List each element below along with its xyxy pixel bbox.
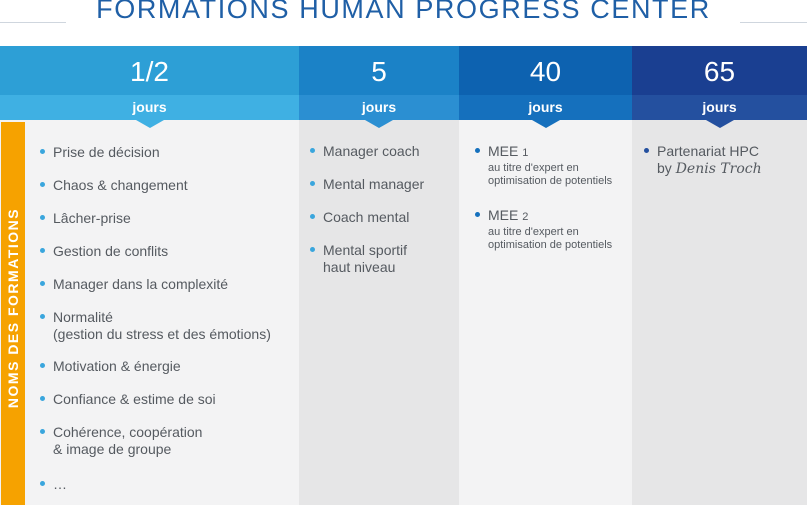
list-item: … bbox=[40, 476, 67, 493]
list-item: Cohérence, coopération& image de groupe bbox=[40, 424, 202, 458]
column-body: Manager coach Mental manager Coach menta… bbox=[299, 120, 459, 505]
header-notch bbox=[705, 120, 734, 128]
bullet-icon bbox=[310, 247, 315, 252]
column-body: Partenariat HPC by Denis Troch bbox=[632, 120, 807, 505]
title-rule-left bbox=[0, 22, 66, 23]
bullet-icon bbox=[40, 182, 45, 187]
column-duration: 1/2 bbox=[0, 46, 299, 95]
bullet-icon bbox=[475, 212, 480, 217]
signature: Denis Troch bbox=[675, 161, 762, 177]
list-item: Manager coach bbox=[310, 143, 420, 160]
list-item: Manager dans la complexité bbox=[40, 276, 228, 293]
pricing-table: 1/2 jours Prise de décision Chaos & chan… bbox=[0, 46, 807, 505]
header-notch bbox=[135, 120, 164, 128]
bullet-icon bbox=[40, 248, 45, 253]
side-label: NOMS DES FORMATIONS bbox=[5, 207, 21, 409]
list-item: Normalité(gestion du stress et des émoti… bbox=[40, 309, 271, 343]
column-unit: jours bbox=[632, 95, 807, 120]
column-half-day: 1/2 jours Prise de décision Chaos & chan… bbox=[0, 46, 299, 505]
column-duration: 40 bbox=[459, 46, 632, 95]
column-duration: 65 bbox=[632, 46, 807, 95]
page-title: FORMATIONS HUMAN PROGRESS CENTER bbox=[96, 0, 711, 24]
bullet-icon bbox=[40, 314, 45, 319]
column-unit: jours bbox=[0, 95, 299, 120]
header-notch bbox=[365, 120, 393, 128]
column-unit: jours bbox=[459, 95, 632, 120]
bullet-icon bbox=[475, 148, 480, 153]
list-item: Coach mental bbox=[310, 209, 409, 226]
column-5-days: 5 jours Manager coach Mental manager Coa… bbox=[299, 46, 459, 505]
bullet-icon bbox=[644, 148, 649, 153]
list-item: MEE 1 au titre d'expert en optimisation … bbox=[475, 143, 612, 188]
list-item: Motivation & énergie bbox=[40, 358, 181, 375]
bullet-icon bbox=[40, 481, 45, 486]
list-item: Chaos & changement bbox=[40, 177, 188, 194]
list-item: Partenariat HPC by Denis Troch bbox=[644, 143, 762, 178]
list-item: Prise de décision bbox=[40, 144, 160, 161]
title-rule-right bbox=[740, 22, 807, 23]
column-body: MEE 1 au titre d'expert en optimisation … bbox=[459, 120, 632, 505]
bullet-icon bbox=[40, 429, 45, 434]
bullet-icon bbox=[310, 148, 315, 153]
column-40-days: 40 jours MEE 1 au titre d'expert en opti… bbox=[459, 46, 632, 505]
list-item: Mental manager bbox=[310, 176, 424, 193]
bullet-icon bbox=[40, 215, 45, 220]
bullet-icon bbox=[40, 396, 45, 401]
list-item: MEE 2 au titre d'expert en optimisation … bbox=[475, 207, 612, 252]
bullet-icon bbox=[40, 363, 45, 368]
column-body: Prise de décision Chaos & changement Lâc… bbox=[0, 120, 299, 505]
side-label-bar: NOMS DES FORMATIONS bbox=[1, 122, 25, 505]
bullet-icon bbox=[40, 149, 45, 154]
list-item: Confiance & estime de soi bbox=[40, 391, 216, 408]
column-duration: 5 bbox=[299, 46, 459, 95]
list-item: Gestion de conflits bbox=[40, 243, 168, 260]
column-unit: jours bbox=[299, 95, 459, 120]
header-notch bbox=[531, 120, 560, 128]
list-item: Lâcher-prise bbox=[40, 210, 131, 227]
column-65-days: 65 jours Partenariat HPC by Denis Troch bbox=[632, 46, 807, 505]
title-row: FORMATIONS HUMAN PROGRESS CENTER bbox=[0, 0, 807, 46]
bullet-icon bbox=[310, 214, 315, 219]
bullet-icon bbox=[310, 181, 315, 186]
bullet-icon bbox=[40, 281, 45, 286]
